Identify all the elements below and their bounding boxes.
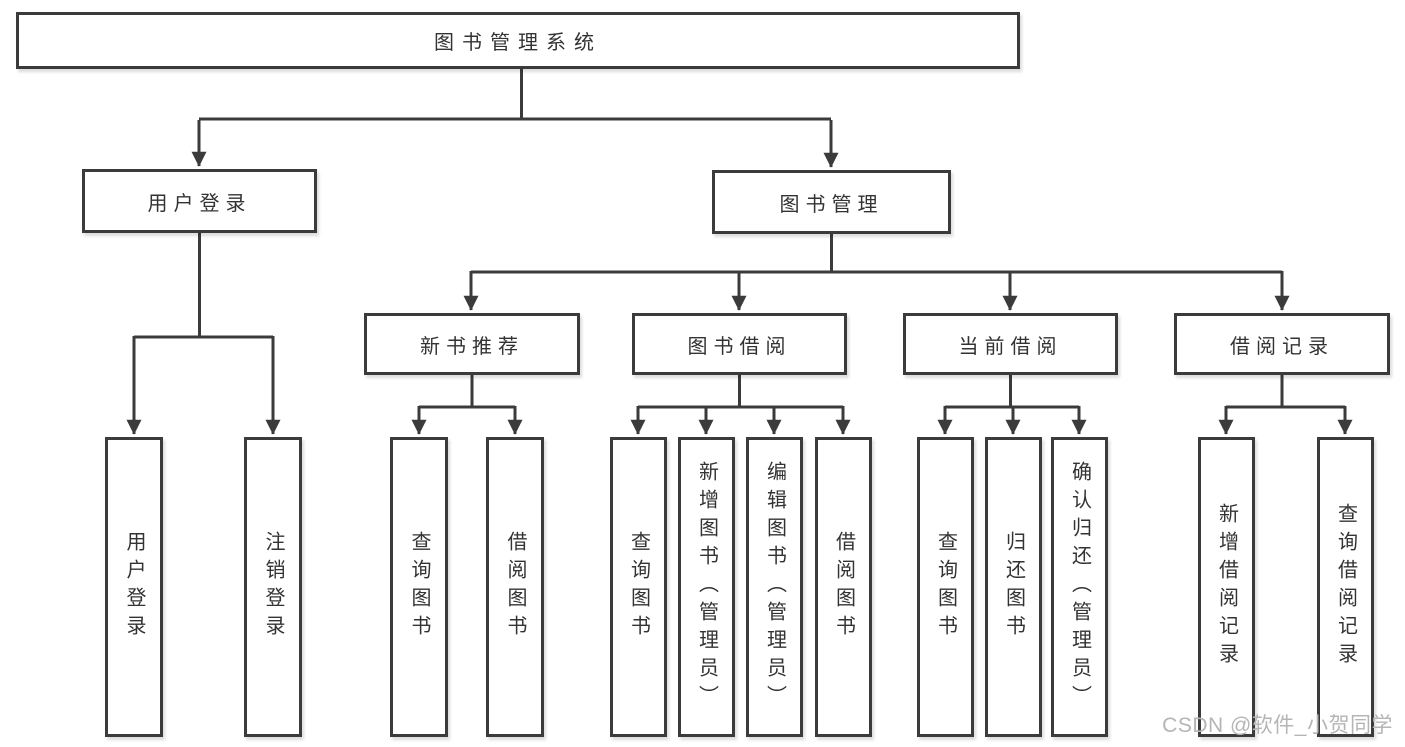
- node-current-borrow: 当前借阅: [903, 313, 1118, 375]
- leaf-borrow-add-books-admin: 新增图书（管理员）: [678, 437, 735, 737]
- connector-borrow-to-leaves: [630, 375, 851, 435]
- node-label: 查询借阅记录: [1334, 503, 1357, 671]
- node-label: 用户登录: [123, 531, 145, 643]
- node-label: 借阅记录: [1230, 335, 1334, 358]
- node-label: 查询图书: [934, 531, 957, 643]
- connector-records-to-leaves: [1218, 375, 1353, 435]
- node-label: 注销登录: [262, 531, 284, 643]
- node-book-mgmt: 图书管理: [712, 170, 951, 234]
- node-label: 确认归还（管理员）: [1068, 461, 1091, 713]
- leaf-borrow-query-books: 查询图书: [610, 437, 667, 737]
- node-root: 图书管理系统: [16, 12, 1020, 69]
- leaf-logout: 注销登录: [244, 437, 302, 737]
- node-label: 编辑图书（管理员）: [763, 461, 786, 713]
- node-label: 新书推荐: [420, 335, 524, 358]
- connector-root-to-level2: [191, 69, 839, 168]
- node-label: 归还图书: [1002, 531, 1025, 643]
- leaf-records-add-record: 新增借阅记录: [1198, 437, 1255, 737]
- leaf-current-query-books: 查询图书: [917, 437, 974, 737]
- leaf-current-confirm-return-admin: 确认归还（管理员）: [1051, 437, 1108, 737]
- leaf-user-login: 用户登录: [105, 437, 163, 737]
- leaf-borrow-edit-books-admin: 编辑图书（管理员）: [746, 437, 803, 737]
- node-new-book-recommend: 新书推荐: [364, 313, 580, 375]
- node-label: 借阅图书: [832, 531, 855, 643]
- leaf-current-return-books: 归还图书: [985, 437, 1042, 737]
- node-user-login: 用户登录: [82, 169, 317, 233]
- node-label: 借阅图书: [504, 531, 526, 643]
- leaf-recommend-borrow-books: 借阅图书: [486, 437, 544, 737]
- node-label: 用户登录: [147, 192, 252, 215]
- node-label: 查询图书: [627, 531, 650, 643]
- node-borrow-records: 借阅记录: [1174, 313, 1390, 375]
- connector-mgmt-to-level3: [463, 234, 1290, 311]
- csdn-watermark: CSDN @软件_小贺同学: [1162, 714, 1393, 737]
- node-label: 图书管理: [779, 193, 884, 216]
- node-label: 图书借阅: [687, 335, 792, 358]
- leaf-records-query-record: 查询借阅记录: [1317, 437, 1374, 737]
- node-label: 当前借阅: [958, 335, 1063, 358]
- connector-current-to-leaves: [937, 375, 1087, 435]
- connector-recommend-to-leaves: [411, 375, 523, 435]
- leaf-borrow-borrow-books: 借阅图书: [815, 437, 872, 737]
- connector-login-to-leaves: [126, 233, 281, 435]
- node-label: 查询图书: [408, 531, 430, 643]
- node-label: 图书管理系统: [434, 32, 602, 54]
- node-label: 新增图书（管理员）: [695, 461, 718, 713]
- node-label: 新增借阅记录: [1215, 503, 1238, 671]
- leaf-recommend-query-books: 查询图书: [390, 437, 448, 737]
- node-book-borrow: 图书借阅: [632, 313, 847, 375]
